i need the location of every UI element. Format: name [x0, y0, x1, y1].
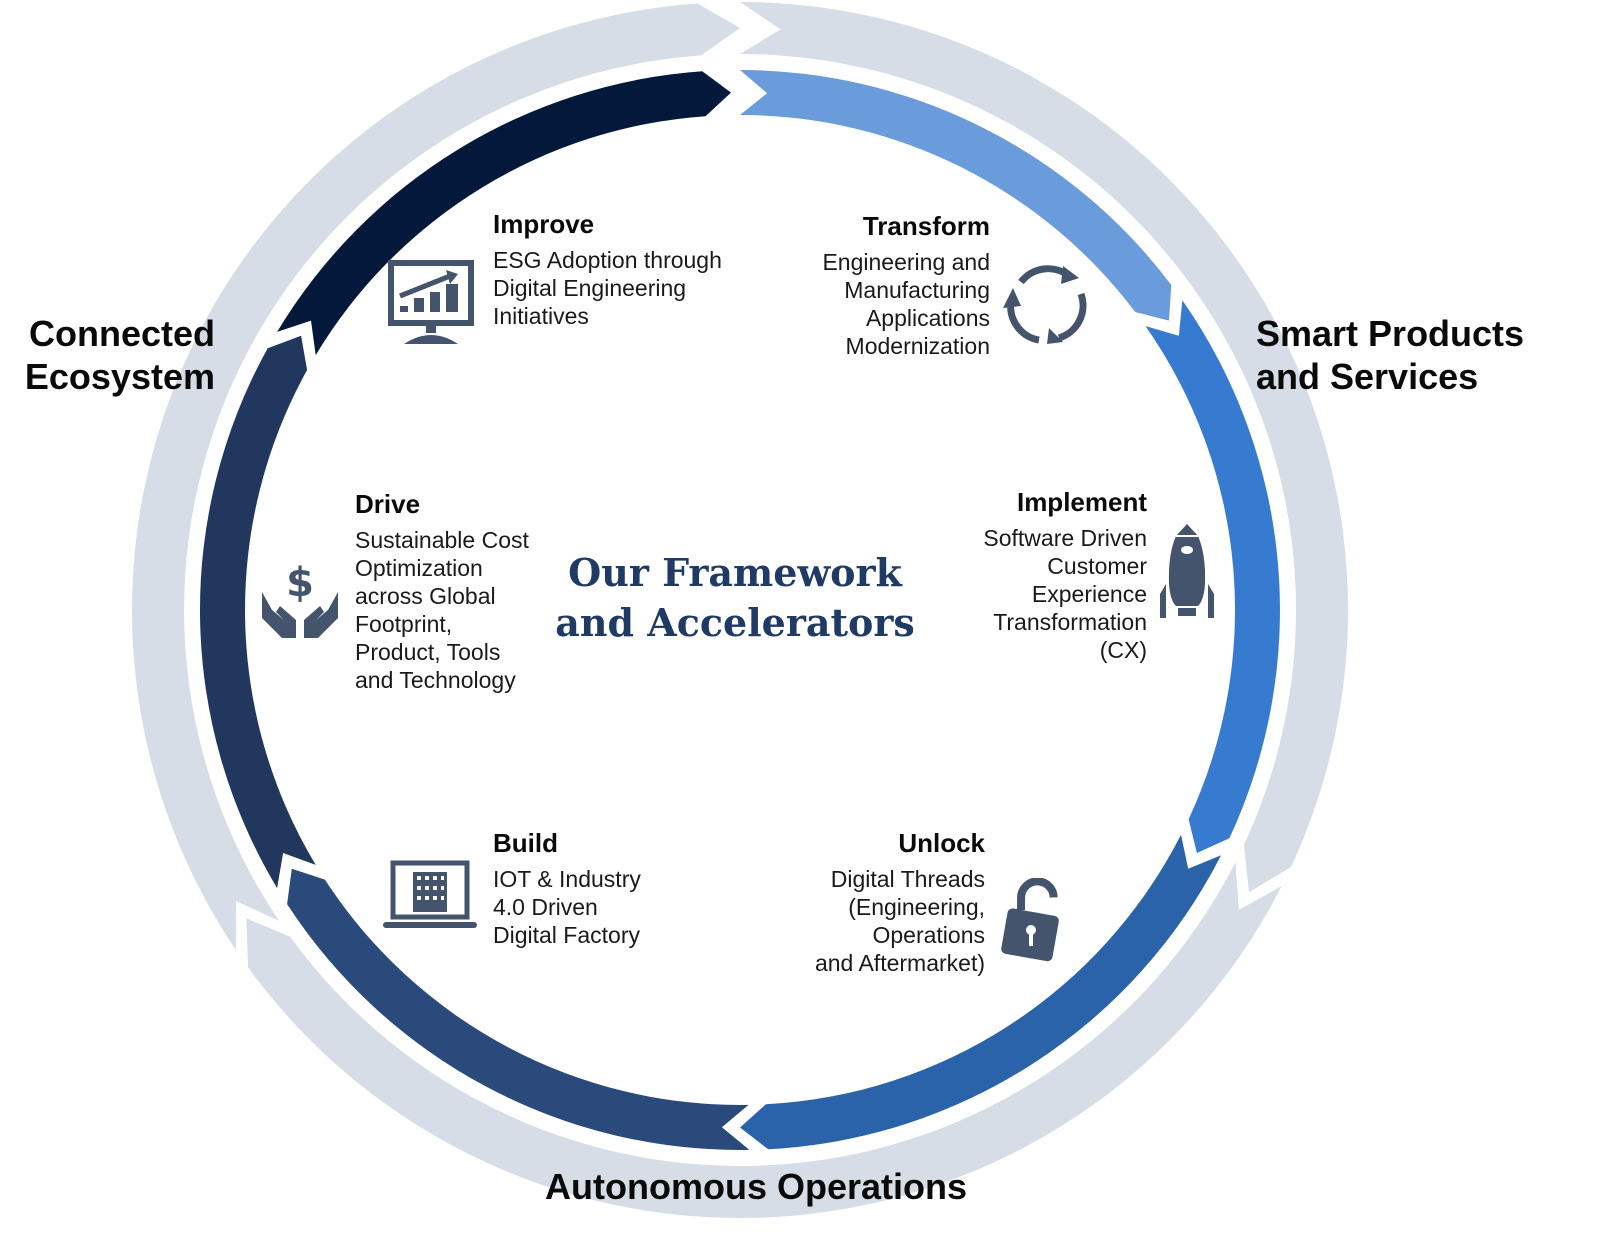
center-title-line: and Accelerators: [555, 600, 915, 645]
stage-drive: Drive Sustainable Cost Optimization acro…: [355, 488, 529, 694]
segment-implement: [1145, 300, 1280, 853]
stage-line: Applications: [865, 305, 990, 331]
refresh-icon: [1003, 265, 1087, 344]
stage-line: Customer: [1047, 553, 1147, 579]
stage-title: Unlock: [898, 828, 985, 858]
label-line: Ecosystem: [24, 356, 215, 397]
center-title-line: Our Framework: [568, 550, 902, 595]
stage-title: Drive: [355, 489, 421, 519]
stage-line: Experience: [1031, 581, 1147, 607]
stage-line: Digital Engineering: [493, 275, 687, 301]
stage-title: Transform: [862, 211, 990, 241]
stage-line: Software Driven: [983, 525, 1147, 551]
stage-line: 4.0 Driven: [493, 894, 598, 920]
stage-line: Footprint,: [355, 611, 453, 637]
stage-line: Digital Factory: [493, 922, 640, 948]
stage-line: and Technology: [355, 667, 516, 693]
segment-build: [287, 868, 750, 1150]
hands-dollar-icon: $: [262, 560, 338, 638]
stage-implement: Implement Software Driven Customer Exper…: [857, 486, 1147, 664]
label-connected-ecosystem: Connected Ecosystem: [0, 312, 215, 398]
stage-transform: Transform Engineering and Manufacturing …: [700, 210, 990, 360]
stage-line: Manufacturing: [844, 277, 990, 303]
segment-improve: [277, 71, 731, 356]
stage-title: Build: [493, 828, 558, 858]
svg-text:$: $: [286, 560, 314, 606]
outer-segment-smart-products: [740, 2, 1348, 893]
unlock-icon: [1001, 878, 1059, 962]
stage-line: (CX): [1099, 637, 1147, 663]
stage-line: ESG Adoption through: [493, 247, 722, 273]
label-line: Connected: [28, 313, 215, 354]
label-smart-products: Smart Products and Services: [1256, 312, 1524, 398]
stage-line: Sustainable Cost: [355, 527, 529, 553]
segment-drive: [199, 335, 316, 889]
stage-line: Transformation: [993, 609, 1147, 635]
stage-build: Build IOT & Industry 4.0 Driven Digital …: [493, 827, 641, 949]
stage-line: Product, Tools: [355, 639, 501, 665]
outer-segment-connected-ecosystem: [131, 3, 740, 950]
laptop-factory-icon: [383, 860, 477, 928]
outer-segment-autonomous-operations: [246, 862, 1282, 1218]
rocket-icon: [1160, 524, 1214, 618]
stage-improve: Improve ESG Adoption through Digital Eng…: [493, 208, 722, 330]
stage-line: Engineering and: [822, 249, 990, 275]
stage-line: IOT & Industry: [493, 866, 641, 892]
label-autonomous-operations: Autonomous Operations: [545, 1166, 967, 1207]
center-title: Our Framework and Accelerators: [535, 548, 935, 648]
segment-unlock: [740, 834, 1222, 1150]
segment-transform: [740, 70, 1172, 321]
stage-unlock: Unlock Digital Threads (Engineering, Ope…: [695, 827, 985, 977]
label-line: and Services: [1256, 356, 1479, 397]
stage-line: Initiatives: [493, 303, 589, 329]
label-line: Smart Products: [1256, 313, 1525, 354]
stage-line: and Aftermarket): [814, 950, 985, 976]
monitor-chart-icon: [388, 260, 474, 344]
stage-line: Digital Threads: [830, 866, 985, 892]
stage-line: across Global: [355, 583, 496, 609]
stage-title: Implement: [1016, 487, 1147, 517]
stage-line: (Engineering,: [848, 894, 985, 920]
stage-line: Modernization: [845, 333, 990, 359]
stage-title: Improve: [493, 209, 595, 239]
stage-line: Operations: [872, 922, 985, 948]
stage-line: Optimization: [355, 555, 483, 581]
